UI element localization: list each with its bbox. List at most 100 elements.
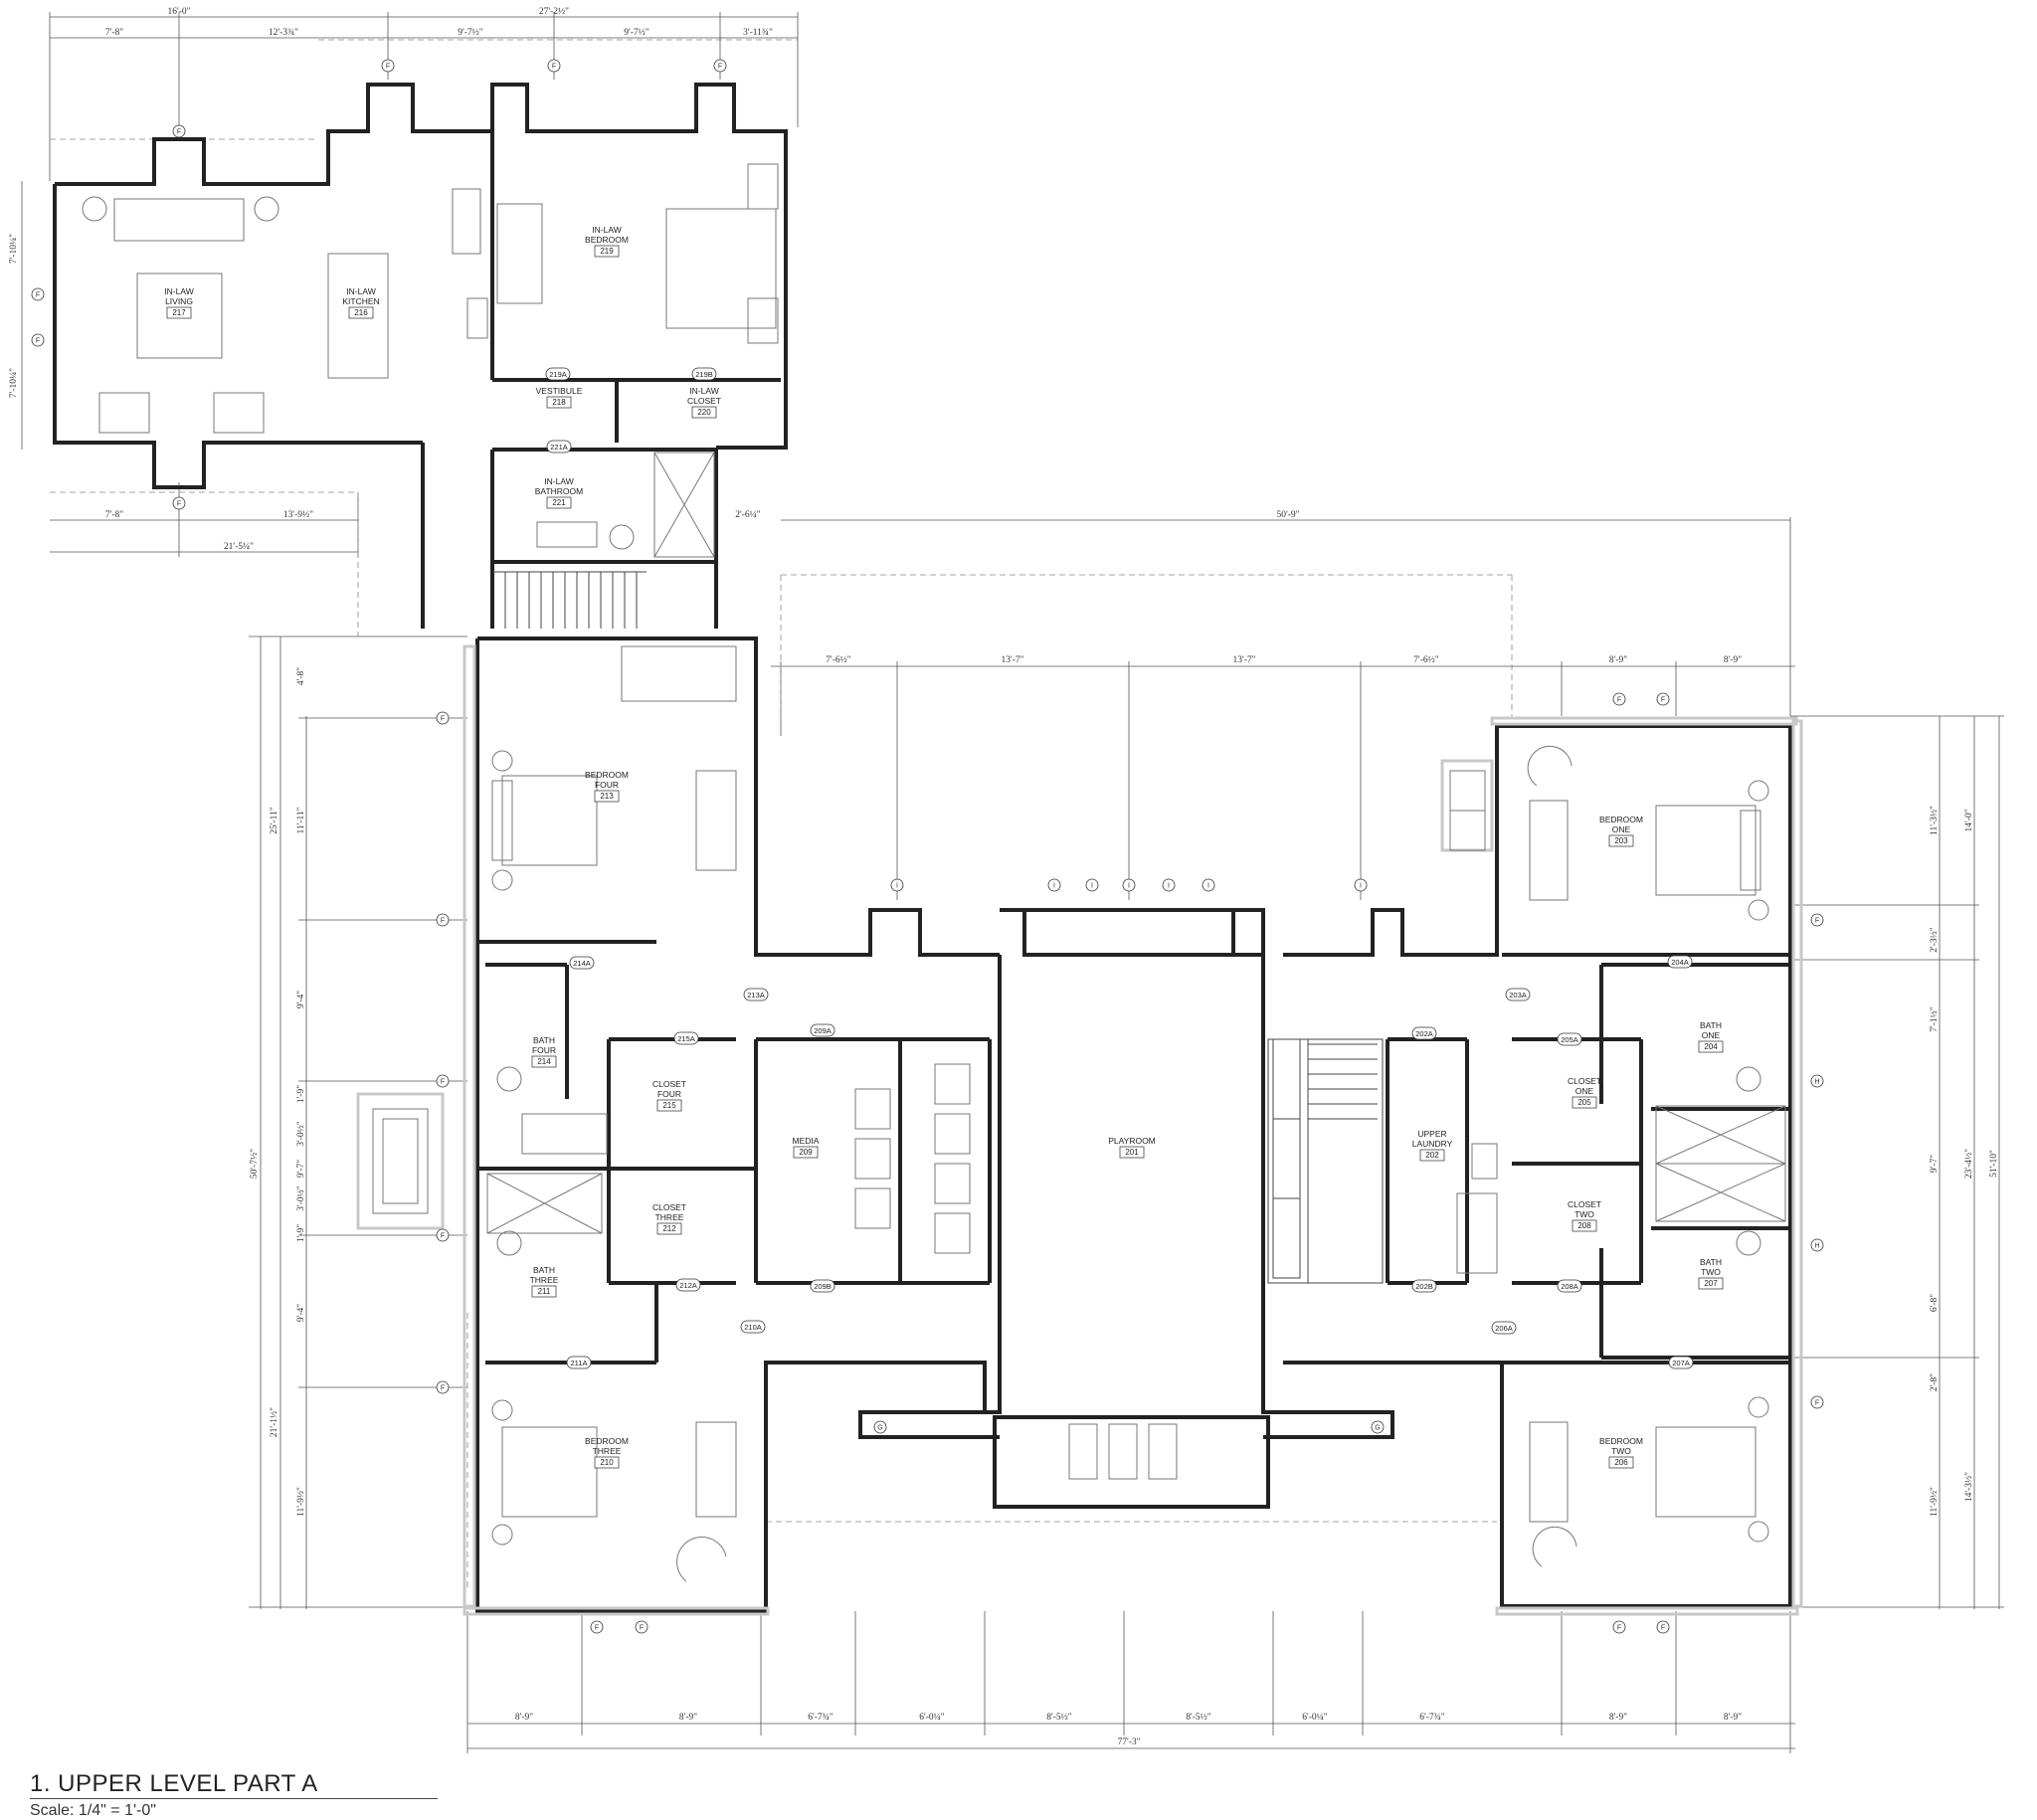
room-name-bath-four: FOUR [532,1045,556,1055]
door-tag-bubble [810,1023,835,1037]
room-number-bath-three: 211 [538,1287,551,1296]
grid-marker-bubble [436,913,450,927]
dimension-label: 1'-9" [296,1085,306,1103]
grid-marker: I [1360,883,1362,890]
room-name-inlaw-closet: IN-LAW [689,386,718,396]
grid-marker-bubble [1656,692,1670,706]
dimension-label: 11'-11" [296,807,306,833]
grid-marker-bubble [1656,1620,1670,1634]
room-name-closet-two: CLOSET [1568,1199,1601,1209]
door-tag: 211A [571,1359,588,1367]
grid-marker: F [1661,1625,1665,1632]
room-number-upper-laundry: 202 [1425,1151,1439,1160]
grid-marker: H [1814,1243,1819,1250]
dimension-label: 7'-8" [105,28,123,38]
room-number-box [1608,1456,1634,1469]
dimension-label: 21'-1½" [269,1407,279,1437]
dimension-label: 7'-1½" [1929,1006,1940,1032]
grid-marker-bubble [547,59,561,73]
grid-marker-bubble [713,59,727,73]
room-name-inlaw-bathroom: IN-LAW [544,476,573,486]
room-number-inlaw-bedroom: 219 [600,247,614,256]
room-number-box [531,1055,557,1068]
grid-marker: I [1128,883,1130,890]
grid-marker-bubble [1810,1074,1824,1088]
dimension-label: 1'-9" [296,1224,306,1242]
grid-marker: I [1207,883,1209,890]
grid-marker: I [1168,883,1170,890]
grid-marker: F [441,716,445,723]
dimension-label: 6'-7¾" [808,1713,833,1723]
door-tag-bubble [675,1278,701,1292]
grid-marker: G [877,1425,882,1432]
room-number-box [656,1222,682,1235]
door-tag-bubble [1411,1026,1437,1040]
dimension-label: 11'-9½" [1929,1487,1940,1517]
grid-marker: I [896,883,898,890]
left-wing-walls [475,637,1000,1613]
room-number-box [656,1099,682,1112]
room-name-bedroom-two: TWO [1611,1446,1631,1456]
room-name-inlaw-living: IN-LAW [164,286,193,296]
door-tag-bubble [1667,955,1693,969]
room-name-inlaw-living: LIVING [165,296,193,306]
room-name-bedroom-four: FOUR [595,780,619,790]
door-tag-bubble [1411,1279,1437,1293]
grid-marker-bubble [31,287,45,301]
dimension-label: 9'-7" [296,1160,306,1178]
dimension-label: 8'-9" [1609,1713,1627,1723]
room-number-closet-three: 212 [662,1224,676,1233]
dimension-label: 8'-9" [1724,1713,1742,1723]
dimension-label: 7'-8" [105,510,123,520]
room-number-bath-one: 204 [1704,1042,1718,1051]
room-number-vestibule: 218 [552,398,566,407]
dimension-label: 9'-4" [296,991,306,1008]
room-number-box [1608,834,1634,847]
room-name-vestibule: VESTIBULE [536,386,583,396]
dimension-label: 27'-2½" [539,6,569,17]
room-name-inlaw-bedroom: BEDROOM [585,235,629,245]
bedroom-furniture [372,645,1786,1582]
dimension-label: 8'-5½" [1186,1712,1211,1723]
center-stair [1267,1038,1384,1284]
dimension-label: 12'-3¾" [269,28,298,38]
grid-marker-bubble [1085,878,1099,892]
grid-marker-bubble [635,1620,648,1634]
dimension-label: 50'-9" [1276,510,1299,520]
room-number-box [531,1285,557,1298]
grid-marker: F [1815,918,1819,925]
dimension-label: 13'-7" [1232,655,1255,665]
room-name-closet-four: FOUR [657,1089,681,1099]
grid-marker-bubble [436,711,450,725]
door-tag-bubble [810,1279,835,1293]
room-number-media: 209 [799,1148,813,1157]
room-number-box [793,1146,819,1159]
grid-marker: F [441,1079,445,1086]
dimension-label: 7'-6½" [826,654,851,665]
outer-wall-band [356,644,1803,1616]
door-tag-bubble [566,1356,592,1369]
dimension-label: 9'-7½" [458,27,483,38]
grid-marker: I [1091,883,1093,890]
room-number-bedroom-three: 210 [600,1458,614,1467]
right-wing-walls [1283,724,1792,1608]
dimension-lines [21,12,2004,1753]
room-name-media: MEDIA [793,1136,820,1146]
grid-marker-bubble [172,496,186,510]
room-name-inlaw-bathroom: BATHROOM [535,486,583,496]
grid-marker-bubble [1122,878,1136,892]
grid-marker-bubble [31,333,45,347]
dimension-label: 7'-6½" [1413,654,1439,665]
dimension-label: 4'-8" [296,667,306,685]
